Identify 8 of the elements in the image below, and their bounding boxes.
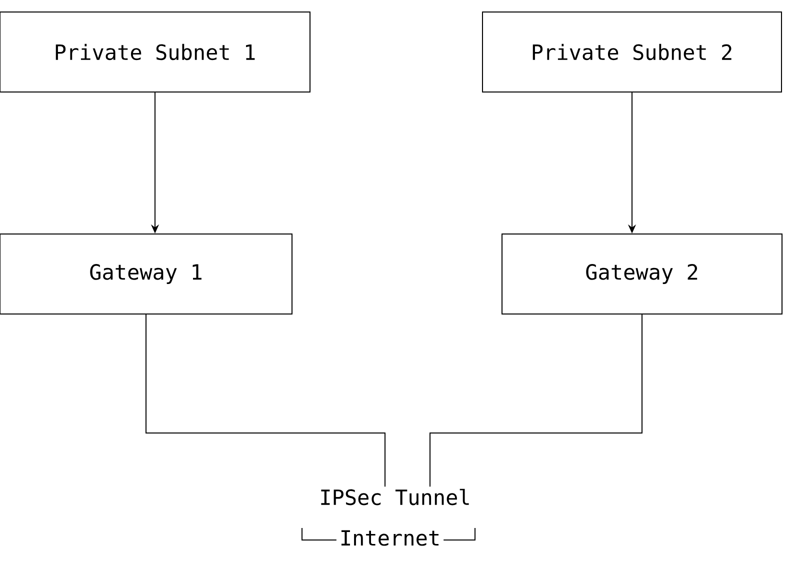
tunnel-label: IPSec Tunnel <box>321 488 469 506</box>
network-box: Private Subnet 2 <box>482 12 782 92</box>
network-box: Gateway 1 <box>0 234 292 314</box>
connector-line <box>430 314 642 488</box>
network-box: Private Subnet 1 <box>0 12 310 92</box>
network-box: Gateway 2 <box>502 234 782 314</box>
connector-line <box>146 314 386 488</box>
internet-label: Internet <box>336 527 444 549</box>
